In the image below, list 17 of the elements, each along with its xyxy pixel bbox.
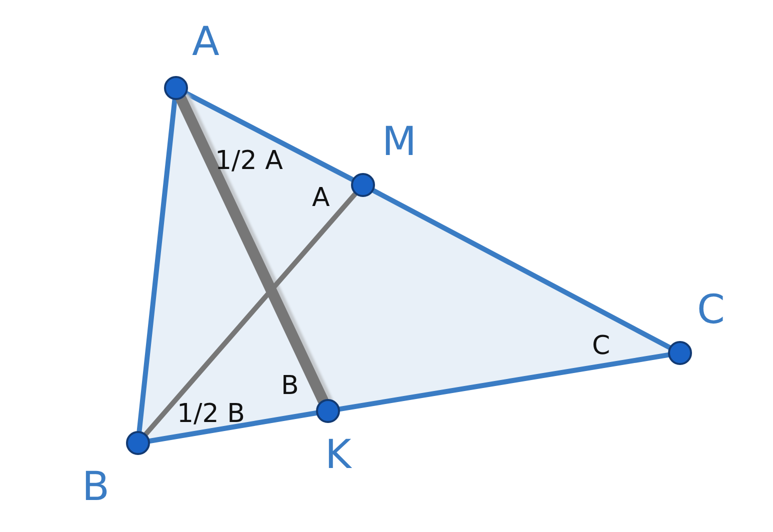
triangle-side xyxy=(184,91,355,182)
segment-line xyxy=(143,192,358,436)
angle-label: 1/2 A xyxy=(215,148,283,174)
triangle-side xyxy=(337,352,671,412)
triangle-side xyxy=(371,188,672,350)
triangle-side xyxy=(147,410,319,444)
angle-label: A xyxy=(312,185,330,211)
point-label: M xyxy=(382,122,417,162)
angle-label: 1/2 B xyxy=(177,401,245,427)
angle-label: C xyxy=(592,333,610,359)
segment-line xyxy=(176,93,328,406)
angle-label: B xyxy=(281,373,299,399)
point-label: C xyxy=(697,290,725,330)
point-label: B xyxy=(82,467,110,507)
triangle-side xyxy=(136,97,178,434)
point-label: K xyxy=(325,435,352,475)
point-label: A xyxy=(192,22,220,62)
